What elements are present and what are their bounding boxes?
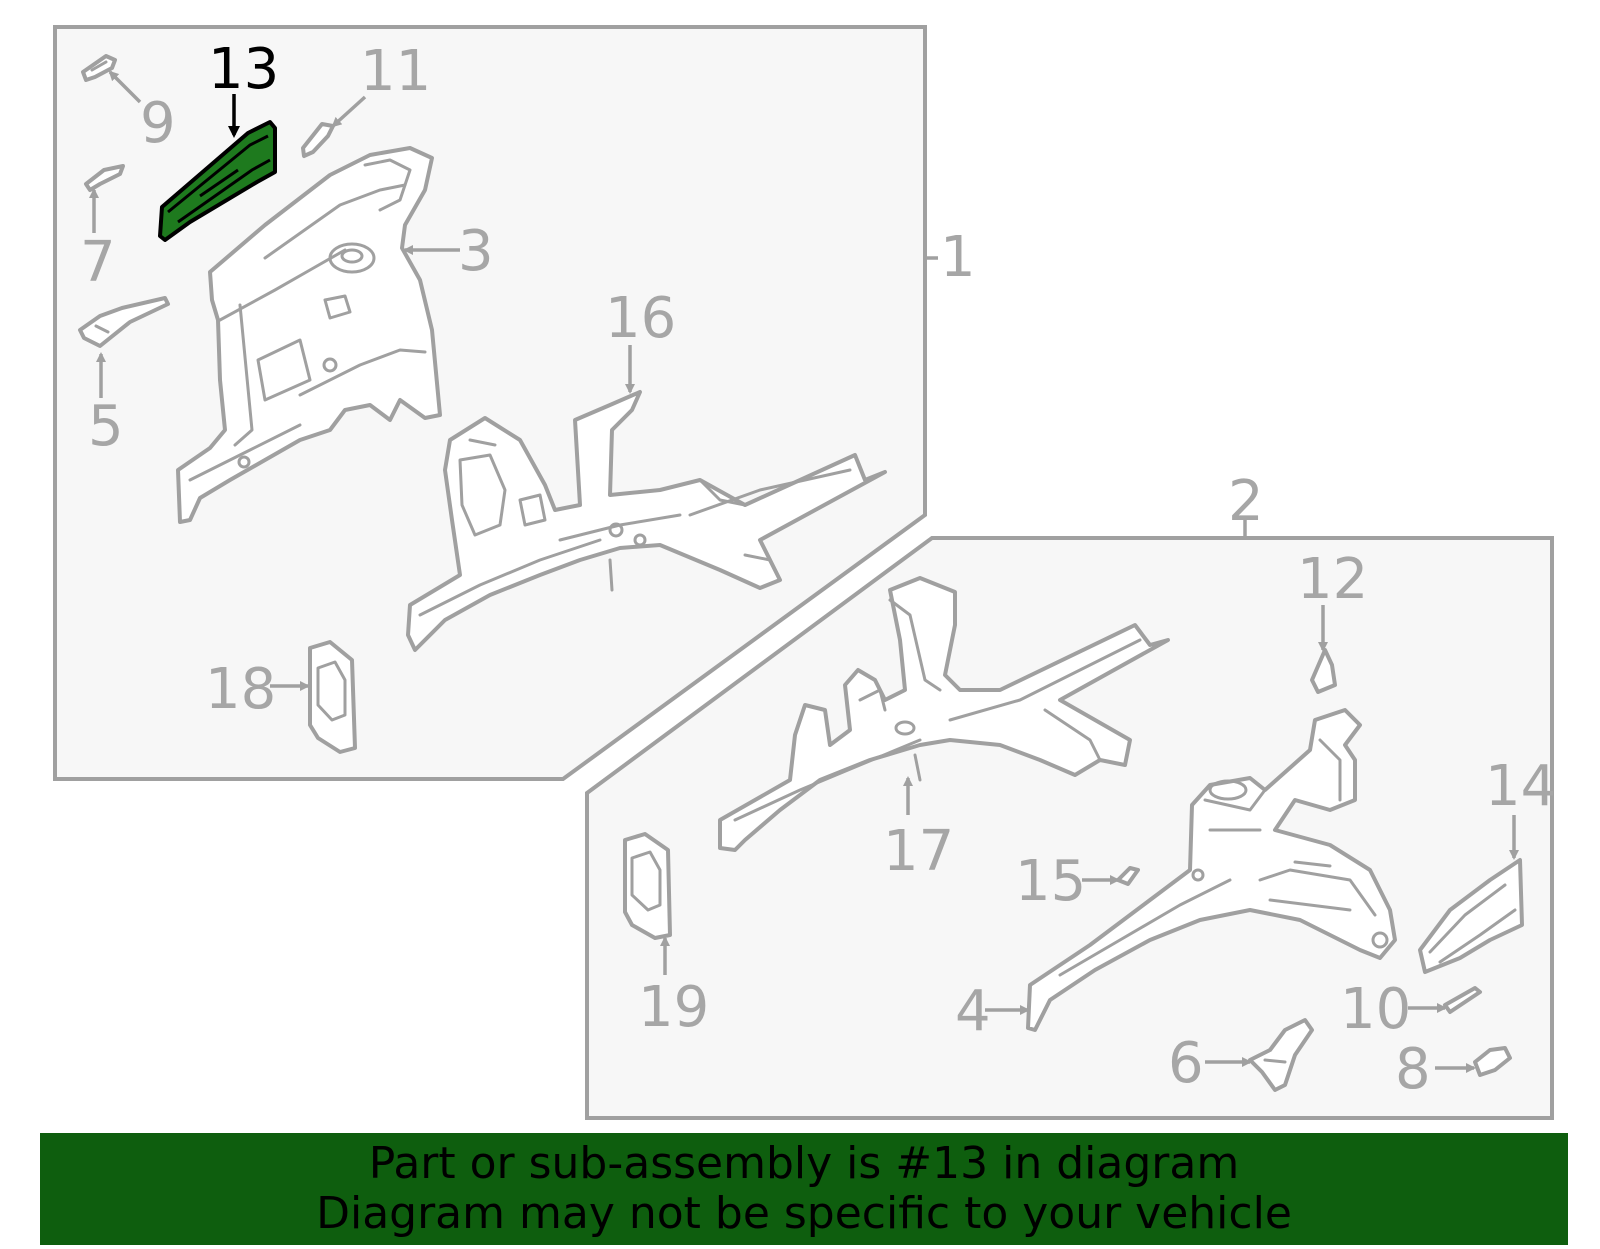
part-19-plate[interactable] [623, 832, 672, 940]
part-16-front-side-member[interactable] [406, 390, 887, 652]
part-13-body[interactable] [158, 120, 277, 242]
callout-4: 4 [955, 979, 991, 1044]
banner-line-1: Part or sub-assembly is #13 in diagram [368, 1138, 1240, 1189]
callout-16: 16 [605, 286, 676, 351]
callout-14: 14 [1485, 754, 1556, 819]
part-3-apron-assembly[interactable] [176, 146, 442, 524]
part-9[interactable] [81, 54, 117, 82]
part-8[interactable] [1473, 1046, 1512, 1077]
callout-8: 8 [1395, 1037, 1431, 1102]
part-11[interactable] [301, 122, 335, 158]
callout-13: 13 [208, 37, 279, 102]
callout-1: 1 [940, 225, 976, 290]
callout-10: 10 [1340, 977, 1411, 1042]
info-banner: Part or sub-assembly is #13 in diagram D… [40, 1133, 1568, 1245]
banner-line-2: Diagram may not be specific to your vehi… [316, 1188, 1292, 1239]
callout-19: 19 [638, 975, 709, 1040]
callout-18: 18 [205, 657, 276, 722]
part-12[interactable] [1310, 648, 1337, 694]
callout-11: 11 [360, 39, 431, 104]
part-13-highlighted[interactable] [158, 120, 277, 242]
callout-3: 3 [458, 219, 494, 284]
callout-12: 12 [1297, 547, 1368, 612]
callout-15: 15 [1015, 849, 1086, 914]
callout-2: 2 [1228, 469, 1264, 534]
part-15[interactable] [1116, 866, 1140, 886]
part-6[interactable] [1248, 1018, 1314, 1092]
group-2-panel [585, 536, 1554, 1120]
callout-6: 6 [1168, 1031, 1204, 1096]
part-17-front-side-member[interactable] [718, 576, 1170, 852]
callout-17: 17 [883, 819, 954, 884]
part-14-reinforcement[interactable] [1418, 858, 1524, 974]
part-18-plate[interactable] [308, 640, 357, 754]
part-4-apron-assembly[interactable] [1026, 708, 1397, 1032]
part-5[interactable] [78, 296, 170, 348]
part-10[interactable] [1443, 986, 1482, 1014]
callout-5: 5 [88, 394, 124, 459]
callout-7: 7 [80, 230, 116, 295]
callout-9: 9 [140, 91, 176, 156]
group-1-panel [53, 25, 927, 781]
